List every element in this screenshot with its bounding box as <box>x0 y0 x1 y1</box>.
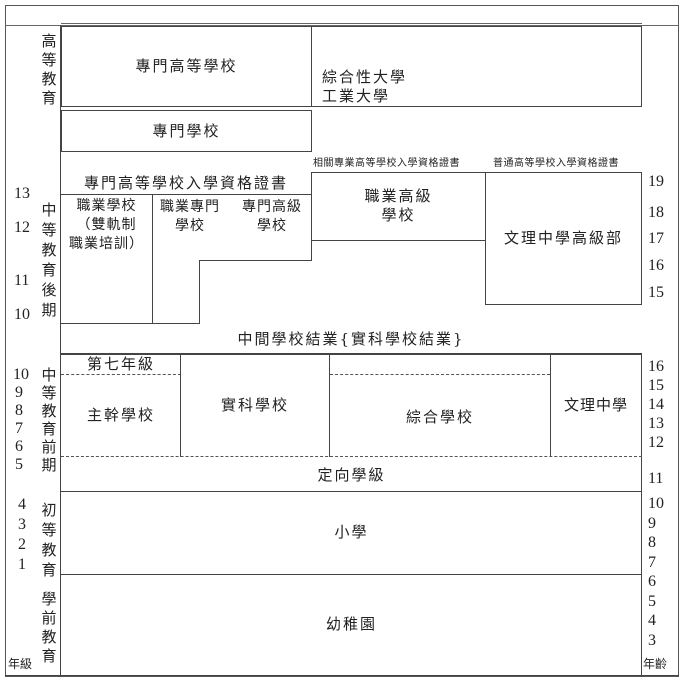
grade-11: 11 <box>14 272 30 289</box>
age-18: 18 <box>648 204 664 221</box>
box-vocational-special-label: 職業專門 學校 <box>160 199 220 234</box>
box-gymnasium-upper: 文理中學高級部 <box>485 172 642 305</box>
stage-label-primary: 初等教育 <box>41 501 57 579</box>
box-university: 綜合性大學 工業大學 <box>311 26 642 107</box>
age-5: 5 <box>648 592 656 610</box>
box-primary-label: 小學 <box>334 522 369 541</box>
age-9: 9 <box>648 514 656 532</box>
box-kindergarten-label: 幼稚園 <box>325 614 377 633</box>
axis-label-grade: 年級 <box>8 657 33 671</box>
right-column-divider <box>641 355 642 677</box>
box-special-upper-label: 專門高級 學校 <box>242 199 302 234</box>
box-fachhochschule: 專門高等學校 <box>61 26 312 107</box>
ages-primary-preschool: 10 9 8 7 6 5 4 3 <box>648 496 664 652</box>
gesamtschule-top-dashline <box>330 374 550 375</box>
age-15b: 15 <box>648 377 664 394</box>
box-gymnasium-upper-label: 文理中學高級部 <box>503 229 623 247</box>
orientation-label: 定向學級 <box>317 465 386 484</box>
left-column-divider <box>60 25 61 677</box>
grade-12: 12 <box>14 219 30 236</box>
ages-lower-secondary: 16 15 14 13 12 <box>648 359 664 454</box>
outer-frame <box>5 5 679 677</box>
stage-label-preschool: 學前教育 <box>41 590 57 665</box>
age-12: 12 <box>648 434 664 451</box>
grade-5: 5 <box>15 456 23 473</box>
divider-gs-gym <box>550 354 551 457</box>
age-14: 14 <box>648 396 664 413</box>
age-3: 3 <box>648 631 656 649</box>
grade-13: 13 <box>14 185 30 202</box>
lower-secondary-frame <box>61 353 642 492</box>
upper-left-top <box>61 194 312 195</box>
cert-fh-entrance: 專門高等學校入學資格證書 <box>83 173 288 192</box>
age-15: 15 <box>648 284 664 301</box>
age-4: 4 <box>648 612 656 629</box>
box-gymnasium-label: 文理中學 <box>563 395 628 414</box>
box-realschule-label: 實科學校 <box>220 395 289 414</box>
box-vocational-school: 職業學校 （雙軌制 職業培訓） <box>61 194 153 324</box>
grade-10b: 10 <box>13 366 29 383</box>
box-fachschule-label: 專門學校 <box>152 121 221 140</box>
age-19: 19 <box>648 173 664 190</box>
header-divider <box>5 25 679 26</box>
stage-label-lower-secondary: 中等教育前期 <box>41 366 57 474</box>
age-11: 11 <box>648 470 664 487</box>
box-primary <box>61 491 642 575</box>
step-vertical <box>199 260 200 324</box>
box-university-label: 綜合性大學 工業大學 <box>322 68 408 105</box>
divider-hs-rs <box>180 354 181 457</box>
age-17: 17 <box>648 230 664 247</box>
step-bottom-left <box>152 323 200 324</box>
grade-6: 6 <box>15 438 23 455</box>
grades-primary: 4 3 2 1 <box>18 497 26 577</box>
step-top <box>199 260 312 261</box>
age-7: 7 <box>648 553 656 571</box>
age-13: 13 <box>648 415 664 432</box>
grade7-dashline <box>61 374 181 375</box>
box-vocational-upper-label: 職業高級 學校 <box>364 187 433 224</box>
box-gesamtschule-label: 綜合學校 <box>405 407 474 426</box>
divider-rs-gs <box>329 354 330 457</box>
cert-general: 普通高等學校入學資格證書 <box>493 158 619 169</box>
grade7-label: 第七年級 <box>86 355 155 373</box>
grade-4: 4 <box>18 496 26 513</box>
stage-label-higher: 高等教育 <box>41 32 57 107</box>
axis-label-age: 年齡 <box>643 657 668 671</box>
grade-3: 3 <box>18 516 26 533</box>
age-16b: 16 <box>648 358 664 375</box>
age-6: 6 <box>648 573 656 590</box>
bottom-line <box>5 675 679 676</box>
header-divider-inner <box>61 23 642 24</box>
grade-7: 7 <box>15 420 23 437</box>
box-fachschule: 專門學校 <box>61 110 312 152</box>
grade-8: 8 <box>15 402 23 419</box>
grade-1: 1 <box>18 556 26 573</box>
grade-9: 9 <box>15 384 23 401</box>
age-10: 10 <box>648 495 664 512</box>
grade-2: 2 <box>18 536 26 553</box>
box-vocational-school-label: 職業學校 （雙軌制 職業培訓） <box>69 198 144 252</box>
age-8: 8 <box>648 534 656 551</box>
cert-related-fh: 相關專業高等學校入學資格證書 <box>313 158 460 169</box>
box-fachhochschule-label: 專門高等學校 <box>135 57 238 75</box>
transition-label: 中間學校結業{實科學校結業} <box>237 329 465 348</box>
stage-label-upper-secondary: 中等教育後期 <box>41 201 57 319</box>
age-16: 16 <box>648 257 664 274</box>
grades-lower-secondary: 10 9 8 7 6 5 <box>13 366 37 475</box>
box-vocational-upper: 職業高級 學校 <box>311 172 486 241</box>
box-hauptschule-label: 主幹學校 <box>86 405 155 424</box>
grade-10: 10 <box>14 306 30 323</box>
orientation-top-dashline <box>61 456 642 457</box>
